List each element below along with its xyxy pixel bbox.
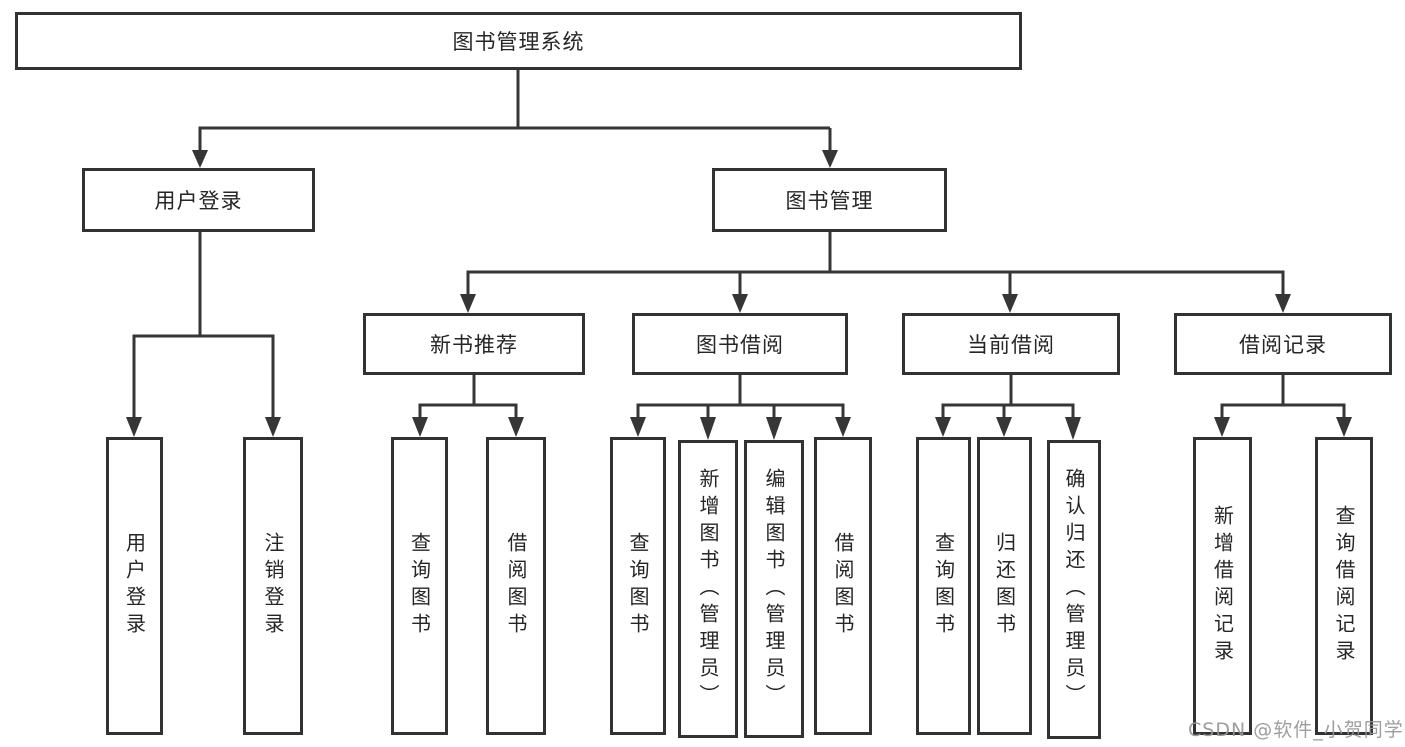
node-user-login-branch: 用户登录 [82, 168, 315, 232]
leaf-add-books-admin: 新增图书（管理员） [678, 440, 738, 738]
node-label: 借阅记录 [1239, 333, 1327, 357]
node-new-book-recommend: 新书推荐 [363, 313, 585, 375]
leaf-label: 注销登录 [261, 532, 285, 640]
leaf-borrow-books-recommend: 借阅图书 [486, 437, 546, 735]
leaf-label: 新增借阅记录 [1210, 505, 1235, 667]
leaf-label: 借阅图书 [831, 532, 855, 640]
node-root: 图书管理系统 [15, 12, 1022, 70]
leaf-user-login: 用户登录 [106, 437, 163, 735]
node-borrow-records: 借阅记录 [1174, 313, 1392, 375]
leaf-label: 借阅图书 [504, 532, 528, 640]
leaf-label: 用户登录 [122, 532, 147, 640]
leaf-label: 查询借阅记录 [1332, 505, 1356, 667]
leaf-label: 归还图书 [992, 532, 1017, 640]
node-label: 用户登录 [154, 189, 243, 213]
node-label: 图书管理 [785, 189, 874, 213]
node-current-borrow: 当前借阅 [902, 313, 1120, 375]
leaf-return-books: 归还图书 [977, 437, 1032, 735]
leaf-label: 确认归还（管理员） [1062, 468, 1086, 711]
node-book-borrow: 图书借阅 [632, 313, 848, 375]
leaf-edit-books-admin: 编辑图书（管理员） [744, 440, 804, 738]
leaf-label: 查询图书 [407, 532, 432, 640]
leaf-borrow-books: 借阅图书 [814, 437, 872, 735]
leaf-label: 新增图书（管理员） [696, 467, 720, 711]
leaf-label: 编辑图书（管理员） [762, 467, 786, 711]
node-label: 图书借阅 [696, 333, 784, 357]
leaf-query-borrow-record: 查询借阅记录 [1315, 437, 1373, 735]
node-book-management-branch: 图书管理 [712, 168, 947, 232]
leaf-add-borrow-record: 新增借阅记录 [1193, 437, 1252, 735]
leaf-query-books-recommend: 查询图书 [391, 437, 448, 735]
leaf-label: 查询图书 [931, 532, 956, 640]
leaf-query-books-current: 查询图书 [916, 437, 971, 735]
leaf-label: 查询图书 [626, 532, 650, 640]
leaf-logout: 注销登录 [243, 437, 303, 735]
node-label: 当前借阅 [967, 333, 1055, 357]
arrowheads [126, 150, 1352, 440]
node-label: 新书推荐 [430, 333, 518, 357]
leaf-confirm-return-admin: 确认归还（管理员） [1047, 440, 1101, 739]
csdn-watermark: CSDN @软件_小贺同学 [1188, 719, 1404, 741]
node-root-label: 图书管理系统 [452, 30, 585, 54]
leaf-query-books-borrow: 查询图书 [610, 437, 666, 735]
